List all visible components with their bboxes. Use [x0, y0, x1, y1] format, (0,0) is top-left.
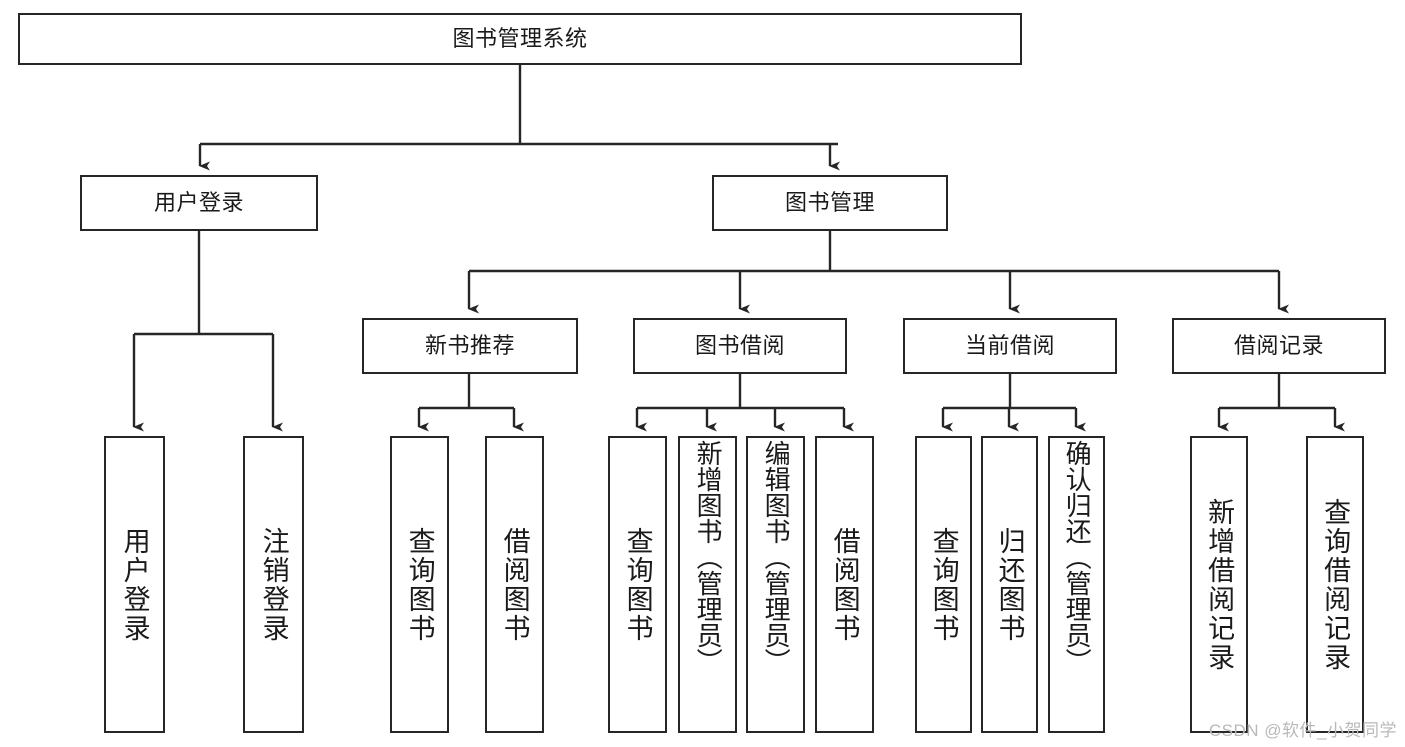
leaf-query-book-borrow[interactable]: 查询图书	[608, 436, 667, 733]
edge-group-root	[198, 65, 840, 171]
node-new-book-recommend-label: 新书推荐	[424, 333, 515, 358]
edge-group-user-login	[132, 231, 283, 432]
leaf-query-book-recommend[interactable]: 查询图书	[390, 436, 449, 733]
leaf-return-book-label: 归还图书	[994, 526, 1025, 643]
node-borrow-records[interactable]: 借阅记录	[1172, 318, 1386, 374]
leaf-query-borrow-record-label: 查询借阅记录	[1320, 497, 1351, 672]
node-root-label: 图书管理系统	[452, 26, 588, 51]
leaf-logout[interactable]: 注销登录	[243, 436, 304, 733]
leaf-add-book-admin[interactable]: 新增图书（管理员）	[678, 436, 737, 733]
leaf-confirm-return-admin[interactable]: 确认归还（管理员）	[1048, 436, 1105, 733]
leaf-query-borrow-record[interactable]: 查询借阅记录	[1306, 436, 1364, 733]
leaf-query-book-borrow-label: 查询图书	[622, 526, 653, 643]
leaf-user-login[interactable]: 用户登录	[104, 436, 165, 733]
edge-group-current-borrow	[941, 374, 1086, 432]
leaf-return-book[interactable]: 归还图书	[981, 436, 1038, 733]
node-book-borrow-label: 图书借阅	[694, 333, 785, 358]
leaf-user-login-label: 用户登录	[119, 526, 150, 643]
node-book-borrow[interactable]: 图书借阅	[633, 318, 847, 374]
node-new-book-recommend[interactable]: 新书推荐	[362, 318, 578, 374]
node-current-borrow[interactable]: 当前借阅	[903, 318, 1117, 374]
edge-group-borrow	[635, 374, 854, 432]
node-current-borrow-label: 当前借阅	[964, 333, 1055, 358]
leaf-borrow-book[interactable]: 借阅图书	[815, 436, 874, 733]
leaf-query-book-recommend-label: 查询图书	[404, 526, 435, 643]
leaf-edit-book-admin-label: 编辑图书（管理员）	[761, 440, 792, 674]
node-user-login[interactable]: 用户登录	[80, 175, 318, 231]
leaf-add-borrow-record-label: 新增借阅记录	[1204, 497, 1235, 672]
leaf-confirm-return-admin-label: 确认归还（管理员）	[1062, 440, 1093, 674]
leaf-add-borrow-record[interactable]: 新增借阅记录	[1190, 436, 1248, 733]
leaf-query-book-current[interactable]: 查询图书	[915, 436, 972, 733]
leaf-borrow-book-recommend-label: 借阅图书	[499, 526, 530, 643]
node-root[interactable]: 图书管理系统	[18, 13, 1022, 65]
leaf-edit-book-admin[interactable]: 编辑图书（管理员）	[746, 436, 805, 733]
node-user-login-label: 用户登录	[153, 190, 244, 215]
node-book-management-label: 图书管理	[784, 190, 875, 215]
edge-group-records	[1217, 374, 1345, 432]
leaf-borrow-book-recommend[interactable]: 借阅图书	[485, 436, 544, 733]
edge-group-book-mgmt	[467, 231, 1289, 314]
leaf-query-book-current-label: 查询图书	[928, 526, 959, 643]
watermark-text: CSDN @软件_小贺同学	[1208, 721, 1397, 740]
leaf-logout-label: 注销登录	[258, 526, 289, 643]
edge-group-new-book	[417, 374, 524, 432]
leaf-add-book-admin-label: 新增图书（管理员）	[693, 440, 724, 674]
leaf-borrow-book-label: 借阅图书	[829, 526, 860, 643]
node-borrow-records-label: 借阅记录	[1233, 333, 1324, 358]
node-book-management[interactable]: 图书管理	[712, 175, 948, 231]
